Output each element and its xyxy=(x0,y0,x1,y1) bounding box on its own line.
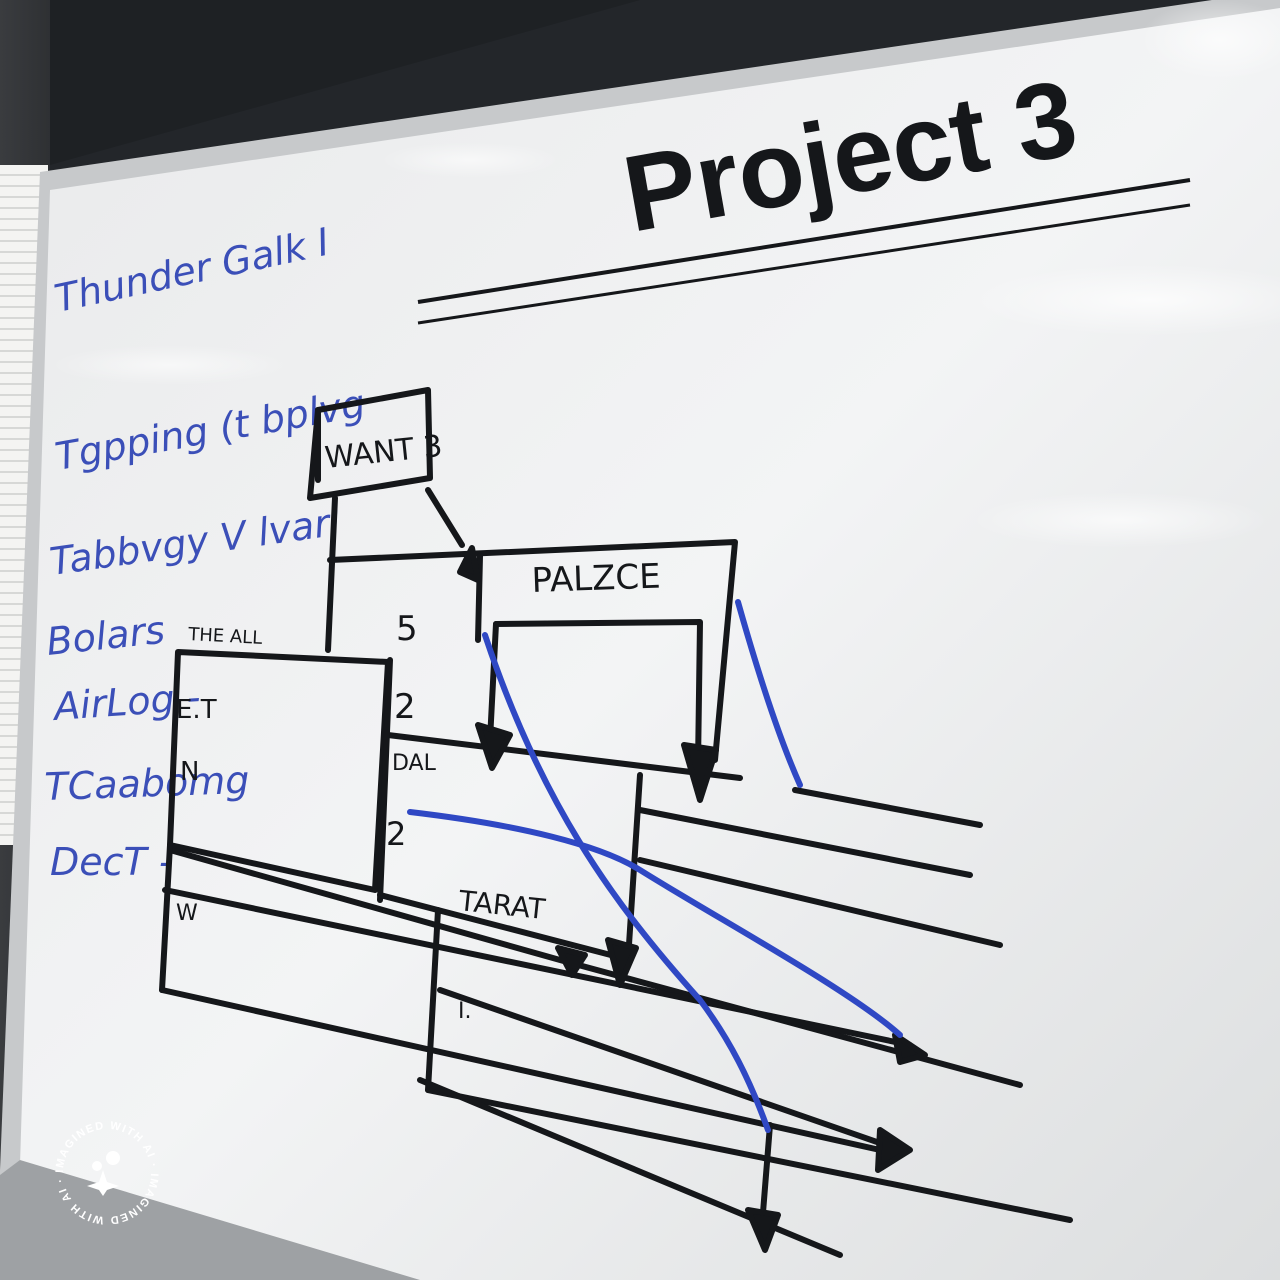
box-want xyxy=(307,387,433,501)
label-bottom-i: I. xyxy=(458,999,471,1024)
label-left-1: E.T xyxy=(176,695,217,725)
label-dal: DAL xyxy=(392,751,437,776)
label-left-3: W xyxy=(176,901,198,926)
label-2b: 2 xyxy=(386,815,406,853)
note-7: DecT - xyxy=(50,840,173,884)
board-surface xyxy=(20,8,1280,1280)
imagined-with-ai-watermark: IMAGINED WITH AI · IMAGINED WITH AI · xyxy=(52,1118,162,1228)
label-small-top: THE ALL xyxy=(187,624,263,649)
label-left-2: N xyxy=(180,757,199,787)
title-underline-1 xyxy=(417,178,1191,304)
box-left xyxy=(167,649,391,893)
blue-path-2 xyxy=(407,809,903,1038)
watermark-ring: IMAGINED WITH AI · IMAGINED WITH AI · xyxy=(54,1120,159,1226)
label-palzce: PALZCE xyxy=(531,557,661,601)
sparkle-icon xyxy=(87,1151,120,1196)
label-5: 5 xyxy=(396,609,418,649)
blue-path-3 xyxy=(735,599,803,788)
flow-diagram xyxy=(159,387,1073,1258)
label-2a: 2 xyxy=(394,687,416,727)
title-underline-2 xyxy=(417,203,1191,325)
blue-path-1 xyxy=(482,632,771,1133)
blue-paths xyxy=(407,599,903,1133)
note-6: TCaabomg xyxy=(44,758,250,809)
